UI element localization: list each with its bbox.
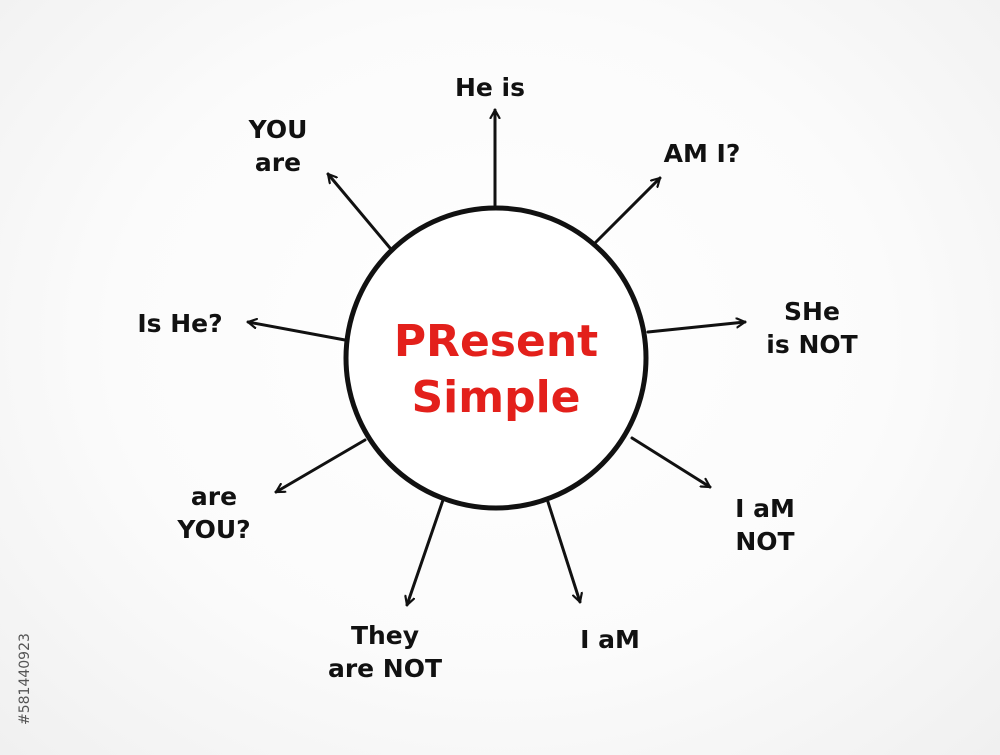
label-i-am-not-line: NOT — [735, 527, 794, 556]
label-you-are: YOU are — [248, 115, 308, 177]
hub-title-line2: Simple — [411, 372, 580, 423]
label-are-you-line: are — [191, 482, 237, 511]
spoke-labels-group: He is AM I? SHe is NOT I aM NOT I aM They are NO… — [137, 73, 857, 683]
label-she-is-not-line: is NOT — [766, 330, 857, 359]
label-am-i-line: AM I? — [664, 139, 741, 168]
label-am-i: AM I? — [664, 139, 741, 168]
label-are-you-line: YOU? — [176, 515, 250, 544]
hub-circle — [343, 205, 649, 511]
label-he-is-line: He is — [455, 73, 525, 102]
label-they-are-not-line: They — [351, 621, 419, 650]
label-i-am: I aM — [580, 625, 640, 654]
arrow-i-am-not — [630, 436, 712, 489]
arrow-is-he — [246, 322, 347, 342]
label-i-am-not-line: I aM — [735, 494, 795, 523]
arrow-am-i — [593, 176, 662, 245]
label-is-he: Is He? — [137, 309, 222, 338]
label-they-are-not: They are NOT — [328, 621, 442, 683]
arrow-she-is-not — [646, 322, 747, 334]
arrows-group — [246, 108, 747, 607]
stock-id-text: #581440923 — [17, 633, 33, 725]
arrow-they-are-not — [407, 498, 445, 607]
arrow-are-you — [274, 438, 367, 494]
label-you-are-line: YOU — [248, 115, 308, 144]
hub-title-line1: PResent — [394, 316, 598, 367]
label-they-are-not-line: are NOT — [328, 654, 442, 683]
label-he-is: He is — [455, 73, 525, 102]
arrow-you-are — [326, 172, 392, 250]
label-she-is-not-line: SHe — [784, 297, 840, 326]
label-you-are-line: are — [255, 148, 301, 177]
label-i-am-line: I aM — [580, 625, 640, 654]
label-i-am-not: I aM NOT — [735, 494, 795, 556]
arrow-i-am — [546, 500, 580, 604]
label-she-is-not: SHe is NOT — [766, 297, 857, 359]
label-is-he-line: Is He? — [137, 309, 222, 338]
